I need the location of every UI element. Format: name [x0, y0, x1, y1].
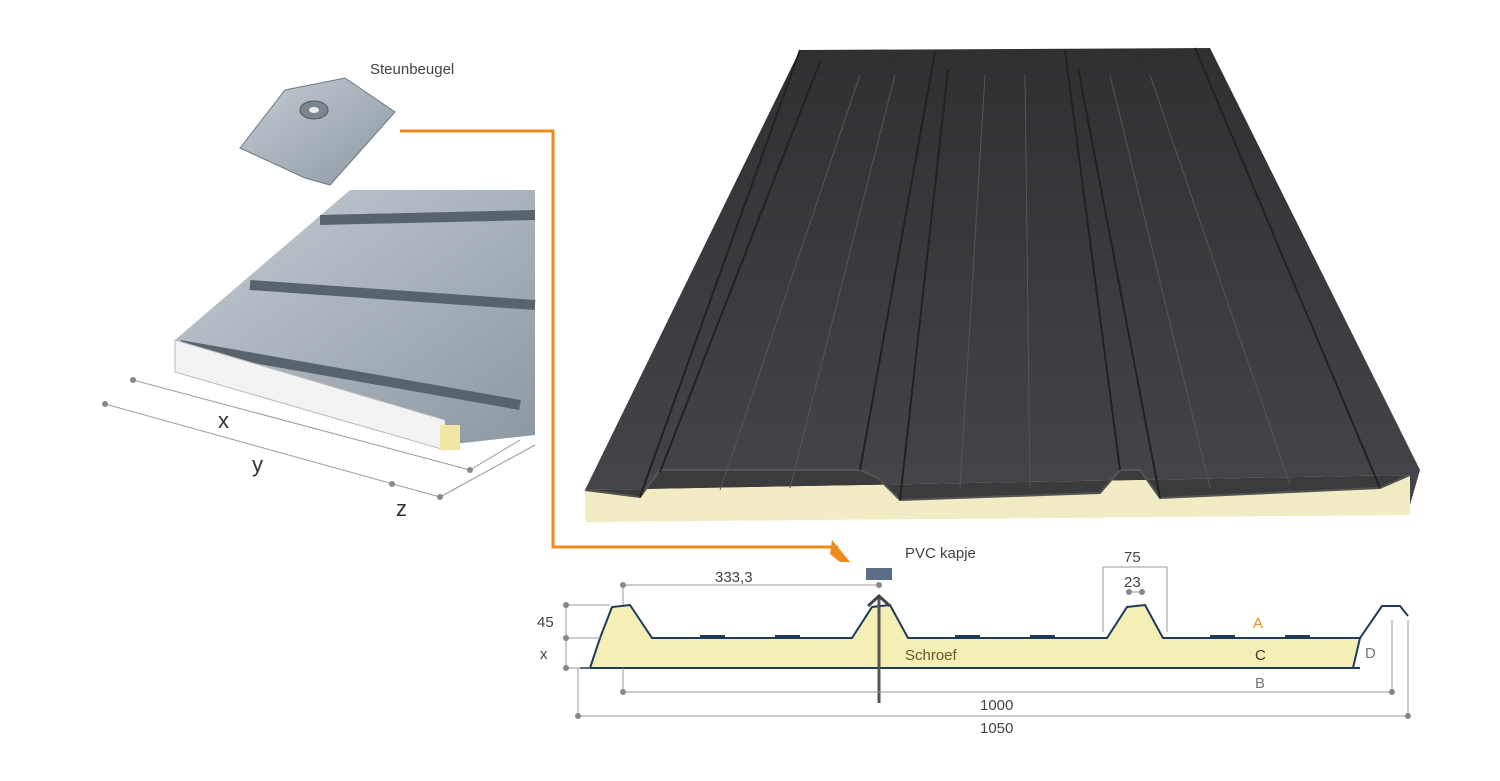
bracket-label: Steunbeugel: [370, 61, 454, 78]
dark-roof-panel-3d: [584, 47, 1420, 522]
layer-d-label: D: [1365, 645, 1376, 662]
layer-c-label: C: [1255, 647, 1266, 664]
dimension-x-label: x: [218, 408, 229, 433]
pvc-cap: [866, 568, 892, 580]
core-height-label: x: [540, 646, 548, 663]
dimension-y-label: y: [252, 452, 263, 477]
layer-b-label: B: [1255, 675, 1265, 692]
bracket-image: [239, 77, 396, 186]
dimension-lines-xyz: [102, 377, 536, 500]
screw-label: Schroef: [905, 647, 958, 664]
layer-a-label: A: [1253, 615, 1263, 632]
dimension-z-label: z: [396, 496, 407, 521]
pvc-cap-label: PVC kapje: [905, 545, 976, 562]
cross-section-dimensions: [565, 566, 1409, 717]
rib-base-width-label: 75: [1124, 549, 1141, 566]
total-width-label: 1050: [980, 720, 1013, 737]
rib-spacing-label: 333,3: [715, 569, 753, 586]
arrow-icon: [830, 540, 850, 562]
rib-top-width-label: 23: [1124, 574, 1141, 591]
cross-section-profile: [580, 568, 1409, 703]
callout-line: [400, 129, 838, 549]
rib-height-label: 45: [537, 614, 554, 631]
cover-width-label: 1000: [980, 697, 1013, 714]
steel-panel-3d: [174, 190, 536, 451]
